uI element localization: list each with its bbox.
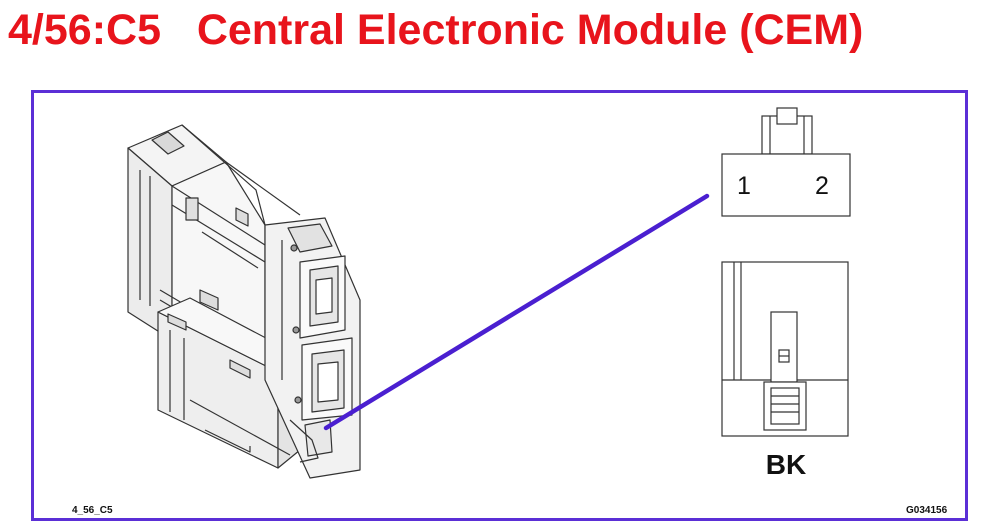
graphic-id: G034156 <box>906 505 948 516</box>
pin-label-2: 2 <box>815 172 829 200</box>
page-title: 4/56:C5 Central Electronic Module (CEM) <box>8 6 864 54</box>
connector-face-icon <box>721 107 851 217</box>
connector-side-icon <box>721 261 849 437</box>
pin-label-1: 1 <box>737 172 751 200</box>
figure-reference: 4_56_C5 <box>72 505 113 516</box>
leader-line <box>323 193 710 431</box>
cem-module-icon <box>127 124 361 479</box>
wire-color-code: BK <box>765 449 807 480</box>
diagram-frame <box>31 90 968 521</box>
